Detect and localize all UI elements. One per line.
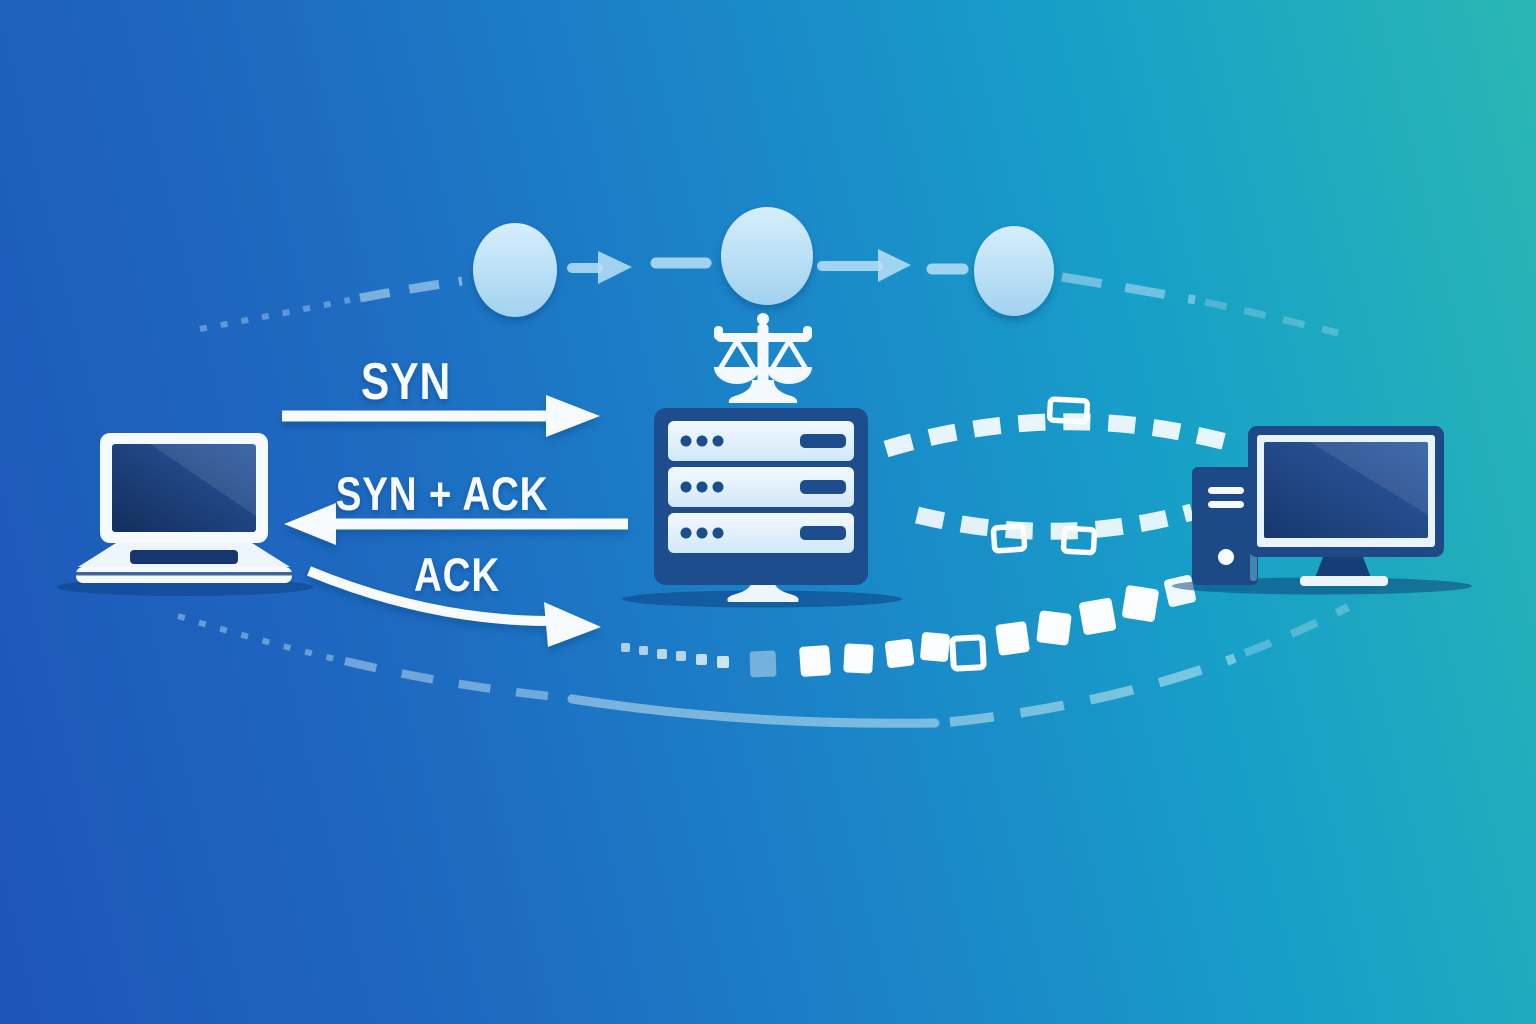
server-row [668, 467, 854, 507]
monitor-icon [1248, 426, 1444, 586]
flow-circle-3 [974, 226, 1054, 316]
packet-outline-icon [1060, 525, 1098, 556]
server-row [668, 513, 854, 553]
syn-label: SYN [360, 353, 452, 411]
packet-outline-icon [990, 523, 1028, 554]
ack-label: ACK [414, 548, 500, 601]
handshake-arrows [282, 395, 628, 647]
packet-trail [621, 575, 1196, 678]
flow-step-arrows [567, 249, 969, 284]
server-row [668, 421, 854, 461]
scales-icon [714, 313, 812, 403]
server-icon [622, 313, 902, 608]
flow-path-right [1061, 272, 1339, 337]
packet-outline-icon [949, 634, 987, 672]
packet-outline-icon [1046, 396, 1091, 425]
syn-arrow [282, 395, 600, 437]
ack-arrow [307, 566, 601, 647]
flow-path-left [199, 276, 463, 332]
laptop-icon [57, 433, 313, 596]
bottom-arc [177, 603, 1350, 728]
flow-circle-2 [721, 207, 813, 305]
packet-arc-bottom [915, 503, 1195, 556]
desktop-icon [1172, 426, 1472, 595]
packet-arc-top [883, 396, 1244, 458]
flow-circle-1 [473, 223, 557, 317]
syn-ack-label: SYN + ACK [335, 467, 549, 520]
syn-ack-arrow [284, 503, 628, 545]
flow-circles [473, 207, 1054, 317]
